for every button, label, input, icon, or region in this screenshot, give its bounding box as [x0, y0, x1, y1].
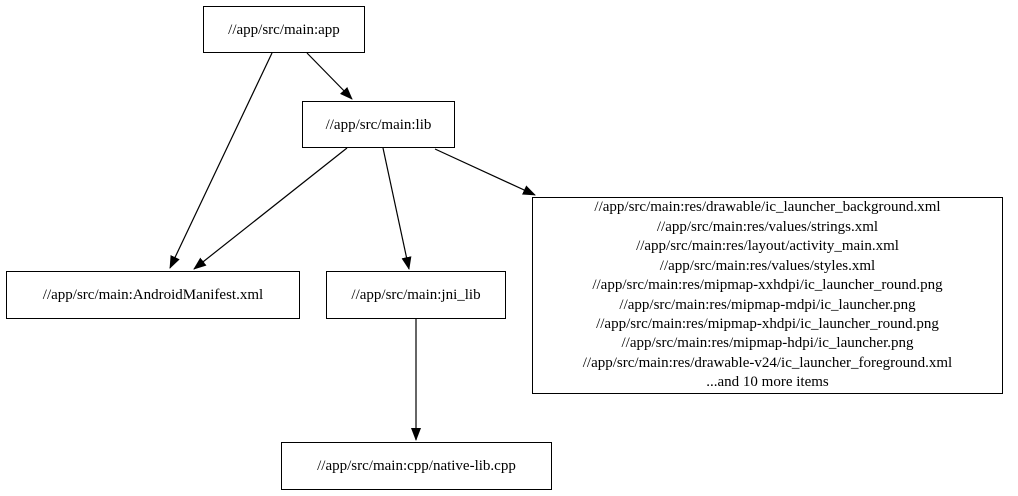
resource-item: //app/src/main:res/drawable/ic_launcher_…: [594, 199, 941, 216]
resource-item: //app/src/main:res/drawable-v24/ic_launc…: [582, 354, 953, 371]
resource-item: //app/src/main:res/mipmap-mdpi/ic_launch…: [619, 296, 916, 313]
node-lib: //app/src/main:lib: [302, 101, 455, 148]
node-android-manifest: //app/src/main:AndroidManifest.xml: [6, 271, 300, 319]
resource-item: //app/src/main:res/values/styles.xml: [659, 257, 876, 274]
resource-item: //app/src/main:res/mipmap-hdpi/ic_launch…: [621, 335, 914, 352]
node-jni-lib: //app/src/main:jni_lib: [326, 271, 506, 319]
node-android-manifest-label: //app/src/main:AndroidManifest.xml: [42, 287, 264, 303]
node-jni-lib-label: //app/src/main:jni_lib: [351, 287, 481, 303]
resource-item: //app/src/main:res/layout/activity_main.…: [636, 238, 899, 255]
resource-more-items: ...and 10 more items: [706, 374, 829, 391]
edge-lib-to-resources: [434, 148, 536, 196]
node-app: //app/src/main:app: [203, 6, 365, 53]
edge-lib-to-manifest: [193, 147, 348, 270]
node-native-lib-label: //app/src/main:cpp/native-lib.cpp: [317, 458, 516, 474]
resource-item: //app/src/main:res/mipmap-xxhdpi/ic_laun…: [592, 277, 943, 294]
edge-app-to-manifest: [169, 52, 273, 269]
node-resources: //app/src/main:res/drawable/ic_launcher_…: [532, 197, 1003, 394]
edge-lib-to-jni-lib: [382, 147, 412, 270]
edge-app-to-lib: [306, 52, 353, 100]
node-native-lib: //app/src/main:cpp/native-lib.cpp: [281, 442, 552, 490]
resource-item: //app/src/main:res/values/strings.xml: [656, 218, 879, 235]
resource-item: //app/src/main:res/mipmap-xhdpi/ic_launc…: [596, 315, 939, 332]
node-app-label: //app/src/main:app: [228, 21, 340, 38]
node-lib-label: //app/src/main:lib: [325, 116, 432, 133]
